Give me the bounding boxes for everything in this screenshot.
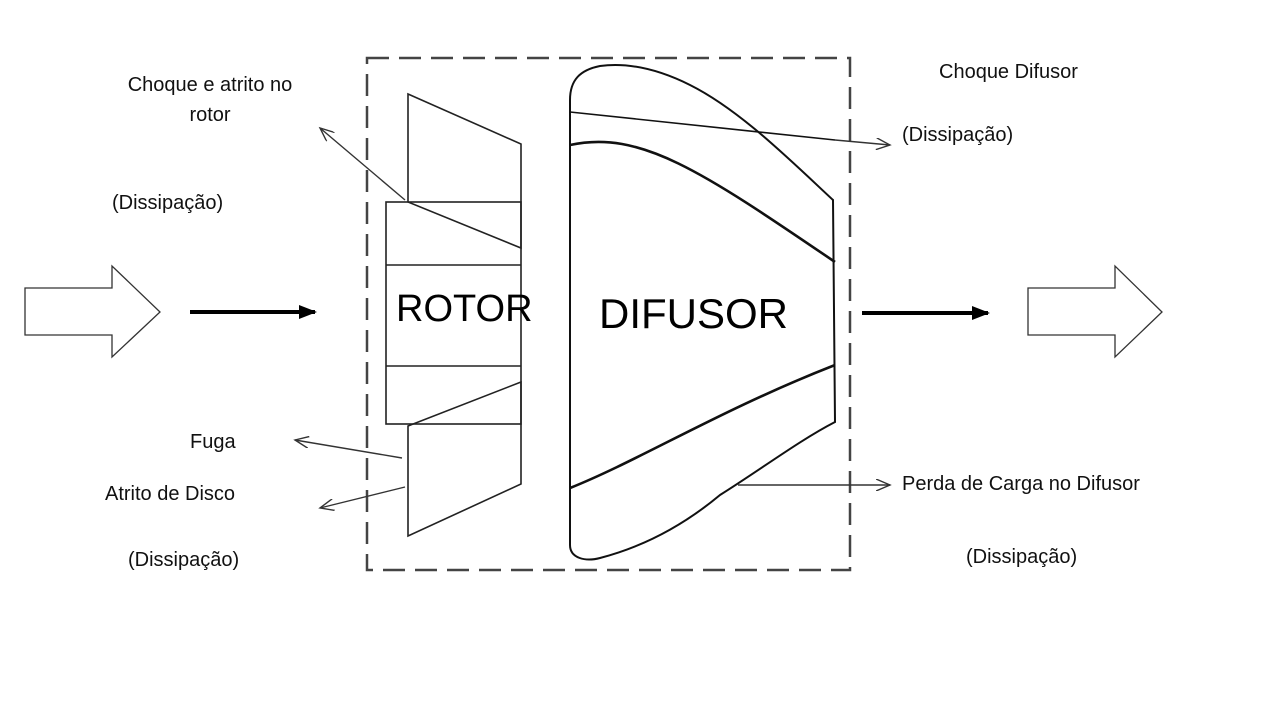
diffuser-shape xyxy=(569,64,837,561)
diffuser-shock-arrow xyxy=(834,140,890,145)
disk-friction-arrow xyxy=(320,486,406,508)
output-block-arrow xyxy=(1027,264,1163,359)
rotor-label: ROTOR xyxy=(396,288,533,330)
diffuser-dissipation-label: (Dissipação) xyxy=(902,124,1014,146)
diffuser-label: DIFUSOR xyxy=(599,290,788,337)
bottom-right-dissipation-label: (Dissipação) xyxy=(966,546,1078,568)
diffuser-shock-label: Choque Difusor xyxy=(939,61,1078,83)
leak-label: Fuga xyxy=(190,431,236,453)
rotor-dissipation-label: (Dissipação) xyxy=(112,192,224,214)
rotor-loss-label: Choque e atrito no rotor xyxy=(127,74,293,126)
rotor-shock-arrow xyxy=(320,128,406,201)
leak-arrow xyxy=(295,440,403,459)
bottom-left-dissipation-label: (Dissipação) xyxy=(128,549,240,571)
rotor-shape xyxy=(385,92,522,538)
disk-friction-label: Atrito de Disco xyxy=(105,483,236,505)
input-block-arrow xyxy=(24,264,161,359)
control-volume-boundary xyxy=(365,56,852,572)
diffuser-head-loss-label: Perda de Carga no Difusor xyxy=(902,473,1140,495)
